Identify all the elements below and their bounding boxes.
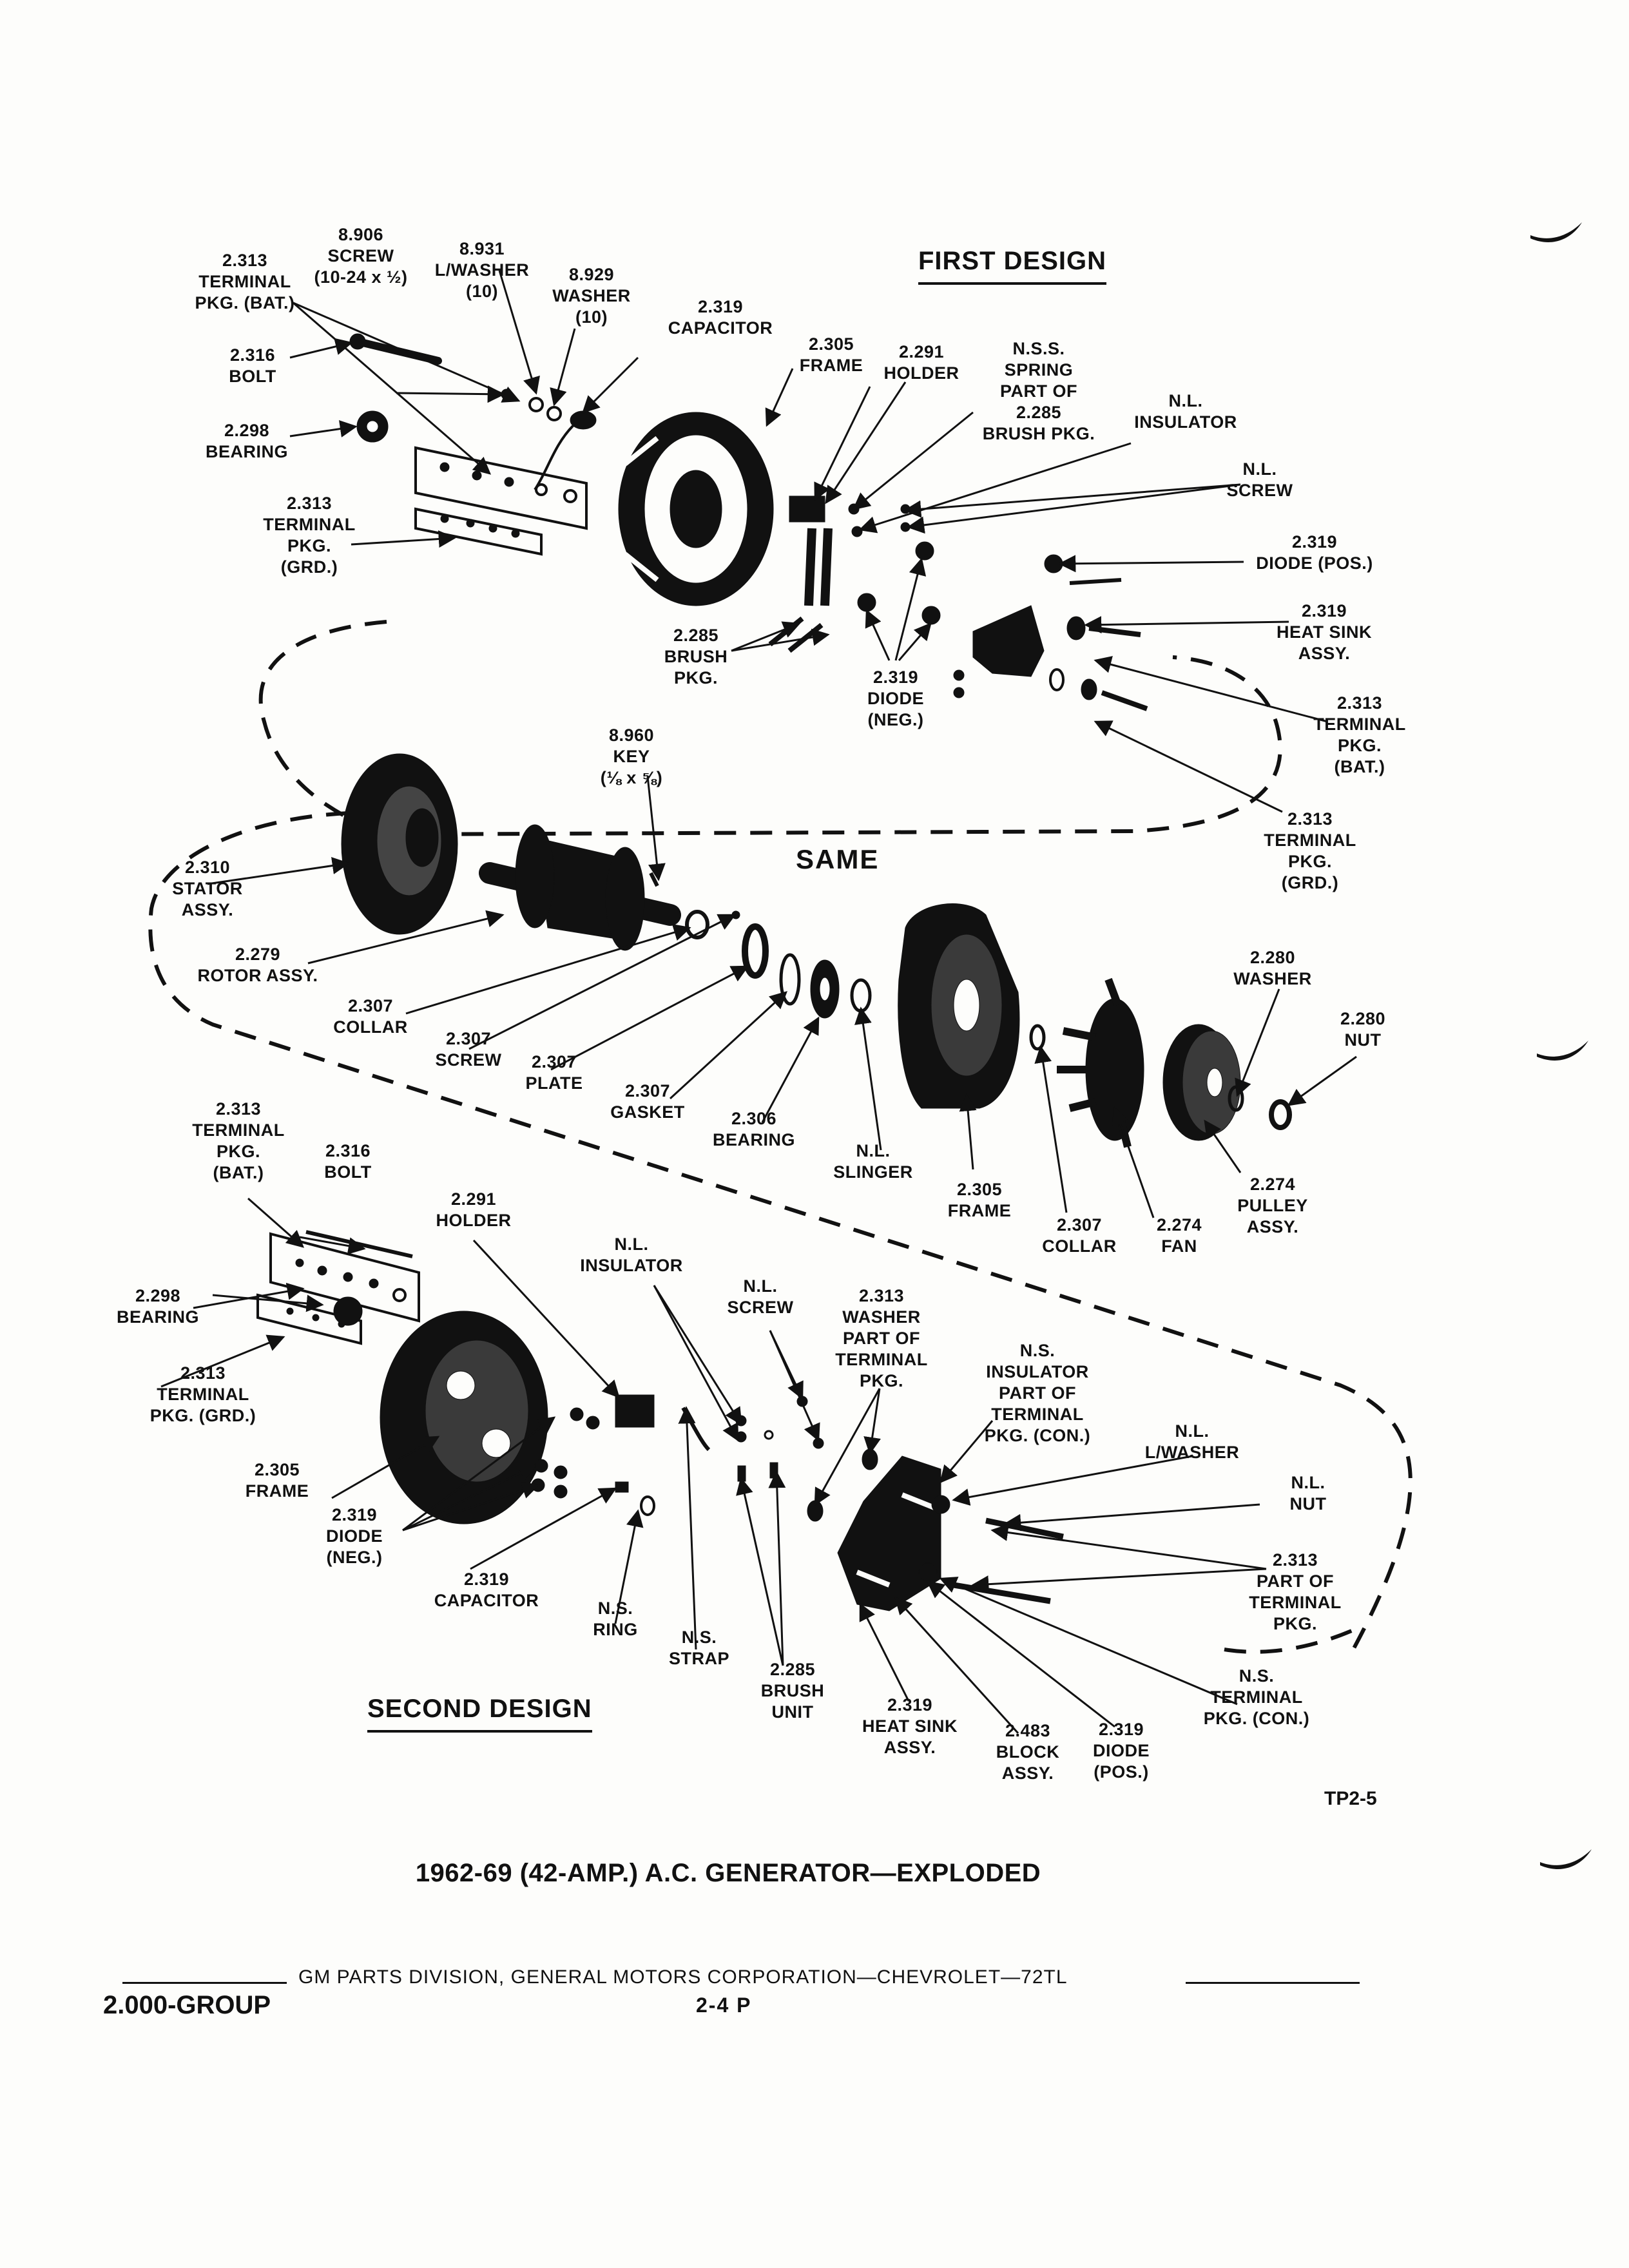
label-bolt: 2.316 BOLT xyxy=(229,345,276,386)
slip-ring-frame-shape xyxy=(380,1311,548,1524)
label-ns-ring: N.S. RING xyxy=(593,1599,638,1639)
label-pulley: 2.274 PULLEY ASSY. xyxy=(1237,1175,1308,1236)
common-parts xyxy=(341,753,1292,1148)
label-ns-insulator: N.S. INSULATOR PART OF TERMINAL PKG. (CO… xyxy=(984,1341,1091,1445)
label-frame-2305: 2.305 FRAME xyxy=(947,1180,1012,1220)
label-nut-2280: 2.280 NUT xyxy=(1340,1009,1386,1050)
label-ns-terminal-con: N.S. TERMINAL PKG. (CON.) xyxy=(1203,1666,1310,1728)
label-bearing: 2.298 BEARING xyxy=(205,421,289,461)
label-screw: 2.307 SCREW xyxy=(435,1029,502,1070)
slinger-shape xyxy=(850,978,872,1013)
label-heat-sink-2: 2.319 HEAT SINK ASSY. xyxy=(862,1695,958,1757)
label-ns-strap: N.S. STRAP xyxy=(668,1628,730,1668)
group-boundary-dashes xyxy=(148,620,1412,1654)
first-design-parts xyxy=(349,333,1148,711)
leader-lines xyxy=(160,270,1357,1735)
label-frame: 2.305 FRAME xyxy=(799,334,863,375)
label-key: 8.960 KEY (⅛ x ⅝) xyxy=(600,726,663,787)
label-terminal-pkg-grd: 2.313 TERMINAL PKG. (GRD.) xyxy=(263,494,356,577)
bearing-shape-3 xyxy=(333,1296,363,1326)
binding-mark xyxy=(1530,222,1582,242)
label-terminal-pkg-grd-2: 2.313 TERMINAL PKG. (GRD.) xyxy=(149,1363,256,1425)
label-rotor: 2.279 ROTOR ASSY. xyxy=(197,945,318,985)
fan-shape xyxy=(1057,977,1144,1148)
label-stator: 2.310 STATOR ASSY. xyxy=(172,858,243,919)
label-nl-nut: N.L. NUT xyxy=(1289,1473,1327,1514)
label-terminal-part: 2.313 PART OF TERMINAL PKG. xyxy=(1249,1550,1342,1633)
footer-publisher: GM PARTS DIVISION, GENERAL MOTORS CORPOR… xyxy=(298,1966,1068,1988)
label-terminal-pkg-bat-right: 2.313 TERMINAL PKG. (BAT.) xyxy=(1313,693,1406,776)
bolt-shape xyxy=(354,338,442,365)
brush-holder-shape xyxy=(789,495,825,523)
label-bolt-2: 2.316 BOLT xyxy=(324,1141,372,1182)
label-washer-part-of-terminal: 2.313 WASHER PART OF TERMINAL PKG. xyxy=(835,1286,928,1390)
label-gasket: 2.307 GASKET xyxy=(610,1081,685,1122)
label-slinger: N.L. SLINGER xyxy=(833,1141,913,1182)
label-collar-2: 2.307 COLLAR xyxy=(1042,1215,1117,1256)
figure-caption: 1962-69 (42-AMP.) A.C. GENERATOR—EXPLODE… xyxy=(415,1859,1041,1887)
label-plate: 2.307 PLATE xyxy=(525,1052,583,1093)
diode-neg-shape xyxy=(915,541,934,561)
same-heading: SAME xyxy=(796,844,880,874)
heat-sink-shape xyxy=(972,605,1045,677)
label-fan: 2.274 FAN xyxy=(1156,1215,1202,1256)
label-capacitor: 2.319 CAPACITOR xyxy=(668,297,773,338)
label-nl-screw-2: N.L. SCREW xyxy=(727,1276,794,1317)
rotor-shape xyxy=(479,824,681,951)
bolt-head-shape xyxy=(349,333,366,350)
figure-id: TP2-5 xyxy=(1324,1788,1377,1809)
label-diode-pos: 2.319 DIODE (POS.) xyxy=(1256,532,1373,573)
label-heat-sink: 2.319 HEAT SINK ASSY. xyxy=(1276,601,1373,663)
label-bearing-2306: 2.306 BEARING xyxy=(712,1109,796,1149)
label-washer-2280: 2.280 WASHER xyxy=(1233,948,1312,988)
label-nl-insulator: N.L. INSULATOR xyxy=(1134,391,1237,432)
label-nl-screw: N.L. SCREW xyxy=(1226,459,1293,500)
label-terminal-pkg-grd-right: 2.313 TERMINAL PKG. (GRD.) xyxy=(1264,809,1356,892)
label-brush-pkg: 2.285 BRUSH PKG. xyxy=(664,626,728,687)
drive-end-frame-shape xyxy=(898,903,1020,1109)
second-design-parts xyxy=(256,1230,1064,1611)
footer-rule-left xyxy=(122,1982,287,1984)
label-diode-neg-2: 2.319 DIODE (NEG.) xyxy=(325,1505,383,1567)
label-frame-2305-2: 2.305 FRAME xyxy=(245,1460,309,1501)
label-nl-insulator-2: N.L. INSULATOR xyxy=(580,1235,683,1275)
first-design-heading: FIRST DESIGN xyxy=(918,247,1107,285)
nut-shape xyxy=(1269,1099,1292,1130)
heat-sink-block-shape xyxy=(837,1456,941,1611)
label-terminal-pkg-bat: 2.313 TERMINAL PKG. (BAT.) xyxy=(195,251,295,312)
label-holder: 2.291 HOLDER xyxy=(883,342,959,383)
second-design-heading: SECOND DESIGN xyxy=(367,1695,592,1733)
footer-page-number: 2-4 P xyxy=(696,1994,752,2017)
label-block-assy: 2.483 BLOCK ASSY. xyxy=(996,1721,1060,1783)
label-diode-pos-2: 2.319 DIODE (POS.) xyxy=(1092,1720,1150,1782)
footer-rule-right xyxy=(1186,1982,1360,1984)
label-brush-unit: 2.285 BRUSH UNIT xyxy=(760,1660,825,1722)
plate-shape xyxy=(742,923,769,979)
label-nl-lwasher: N.L. L/WASHER xyxy=(1144,1421,1240,1462)
brush-holder-shape-2 xyxy=(615,1394,655,1428)
label-screw-8906: 8.906 SCREW (10-24 x ½) xyxy=(314,225,408,287)
binding-mark xyxy=(1540,1849,1592,1869)
label-bearing-2298: 2.298 BEARING xyxy=(116,1286,200,1327)
label-collar: 2.307 COLLAR xyxy=(333,996,408,1037)
label-nss-spring: N.S.S. SPRING PART OF 2.285 BRUSH PKG. xyxy=(982,339,1095,443)
label-washer-8929: 8.929 WASHER (10) xyxy=(552,265,631,327)
label-capacitor-2: 2.319 CAPACITOR xyxy=(434,1570,539,1610)
gasket-shape xyxy=(779,953,801,1006)
label-diode-neg: 2.319 DIODE (NEG.) xyxy=(867,668,925,729)
label-terminal-pkg-bat-2: 2.313 TERMINAL PKG. (BAT.) xyxy=(192,1099,285,1182)
terminal-strip-shape xyxy=(414,446,588,530)
stator-shape xyxy=(341,753,458,935)
label-holder-2: 2.291 HOLDER xyxy=(436,1189,512,1230)
label-lwasher-8931: 8.931 L/WASHER (10) xyxy=(434,239,530,301)
footer-group: 2.000-GROUP xyxy=(103,1991,271,2019)
binding-mark xyxy=(1537,1041,1588,1061)
pulley-shape xyxy=(1162,1024,1241,1141)
end-frame-shape xyxy=(618,412,774,606)
